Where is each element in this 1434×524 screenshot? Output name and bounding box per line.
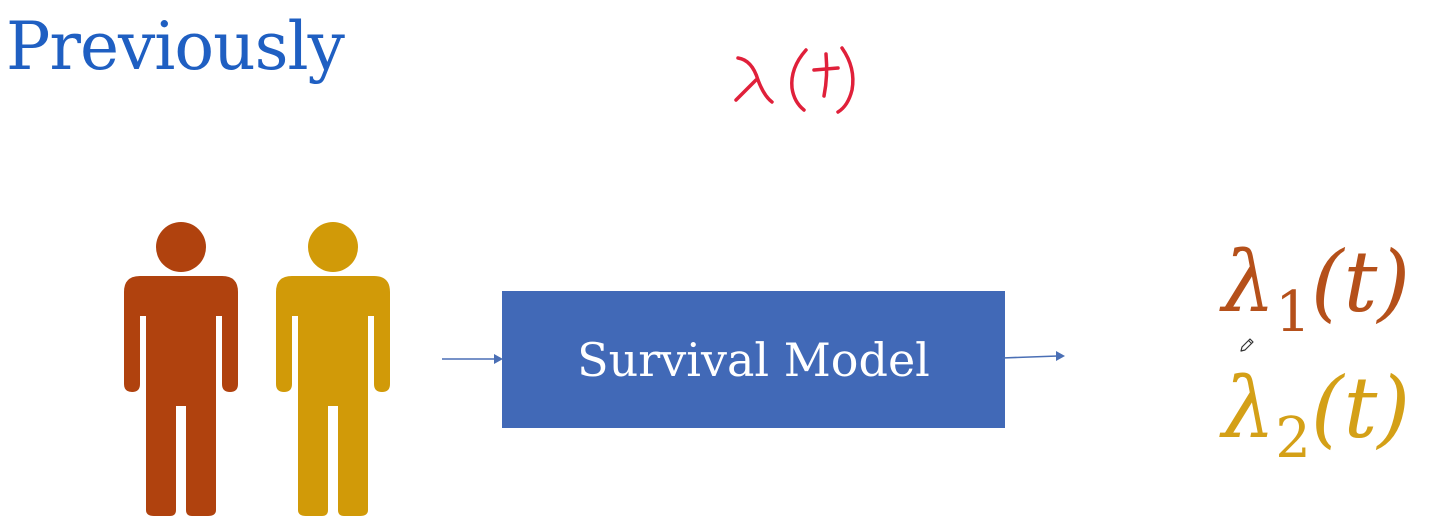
pen-cursor-icon [1240, 338, 1254, 352]
hazard-function-2: λ2(t) [1222, 366, 1410, 467]
handwritten-lambda-annotation [734, 46, 855, 114]
input-arrow [442, 354, 503, 364]
hazard-2-subscript: 2 [1275, 406, 1311, 471]
hazard-function-1: λ1(t) [1222, 240, 1410, 341]
hazard-2-argument: (t) [1310, 359, 1411, 457]
hazard-1-argument: (t) [1310, 233, 1411, 331]
hazard-1-symbol: λ [1222, 233, 1276, 331]
person-icon-golden [276, 222, 390, 516]
hazard-1-subscript: 1 [1275, 280, 1311, 345]
output-arrow [1002, 351, 1065, 361]
slide-title: Previously [6, 8, 345, 85]
person-icon-orange-red [124, 222, 238, 516]
hazard-2-symbol: λ [1222, 359, 1276, 457]
survival-model-label: Survival Model [577, 332, 930, 387]
survival-model-box: Survival Model [502, 291, 1005, 428]
